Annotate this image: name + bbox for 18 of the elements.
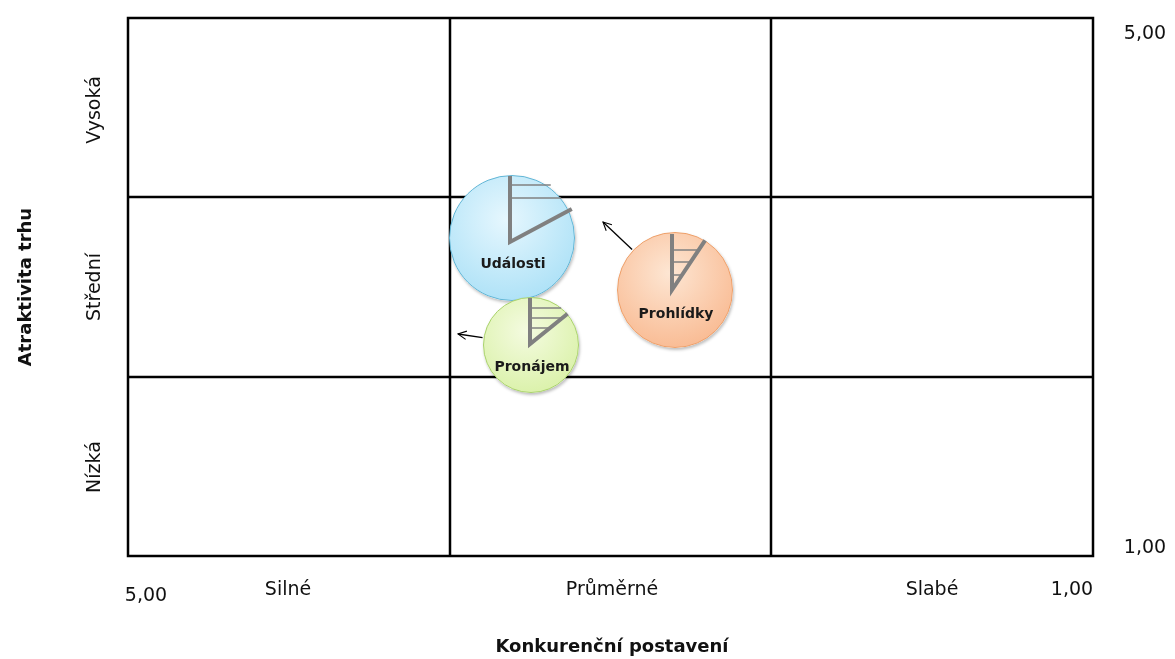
axis-category-label: Nízká (82, 441, 104, 493)
arrow (457, 330, 484, 340)
bubble (483, 297, 579, 393)
axis-value: 5,00 (124, 583, 168, 605)
arrow (602, 221, 633, 251)
bubble-label: Pronájem (494, 357, 570, 374)
axis-category-label: Slabé (905, 577, 959, 599)
bubble-label: Události (480, 254, 546, 271)
axis-category-label: Silné (264, 577, 312, 599)
axis-title: Konkurenční postavení (495, 634, 729, 656)
bubble-label: Prohlídky (638, 304, 714, 321)
axis-category-label: Střední (82, 253, 104, 321)
axis-value: 1,00 (1050, 577, 1094, 599)
axis-value: 1,00 (1123, 535, 1167, 557)
axis-category-label: Vysoká (82, 76, 104, 144)
axis-category-label: Průměrné (565, 577, 659, 599)
axis-value: 5,00 (1123, 21, 1167, 43)
axis-title: Atraktivita trhu (13, 207, 35, 367)
